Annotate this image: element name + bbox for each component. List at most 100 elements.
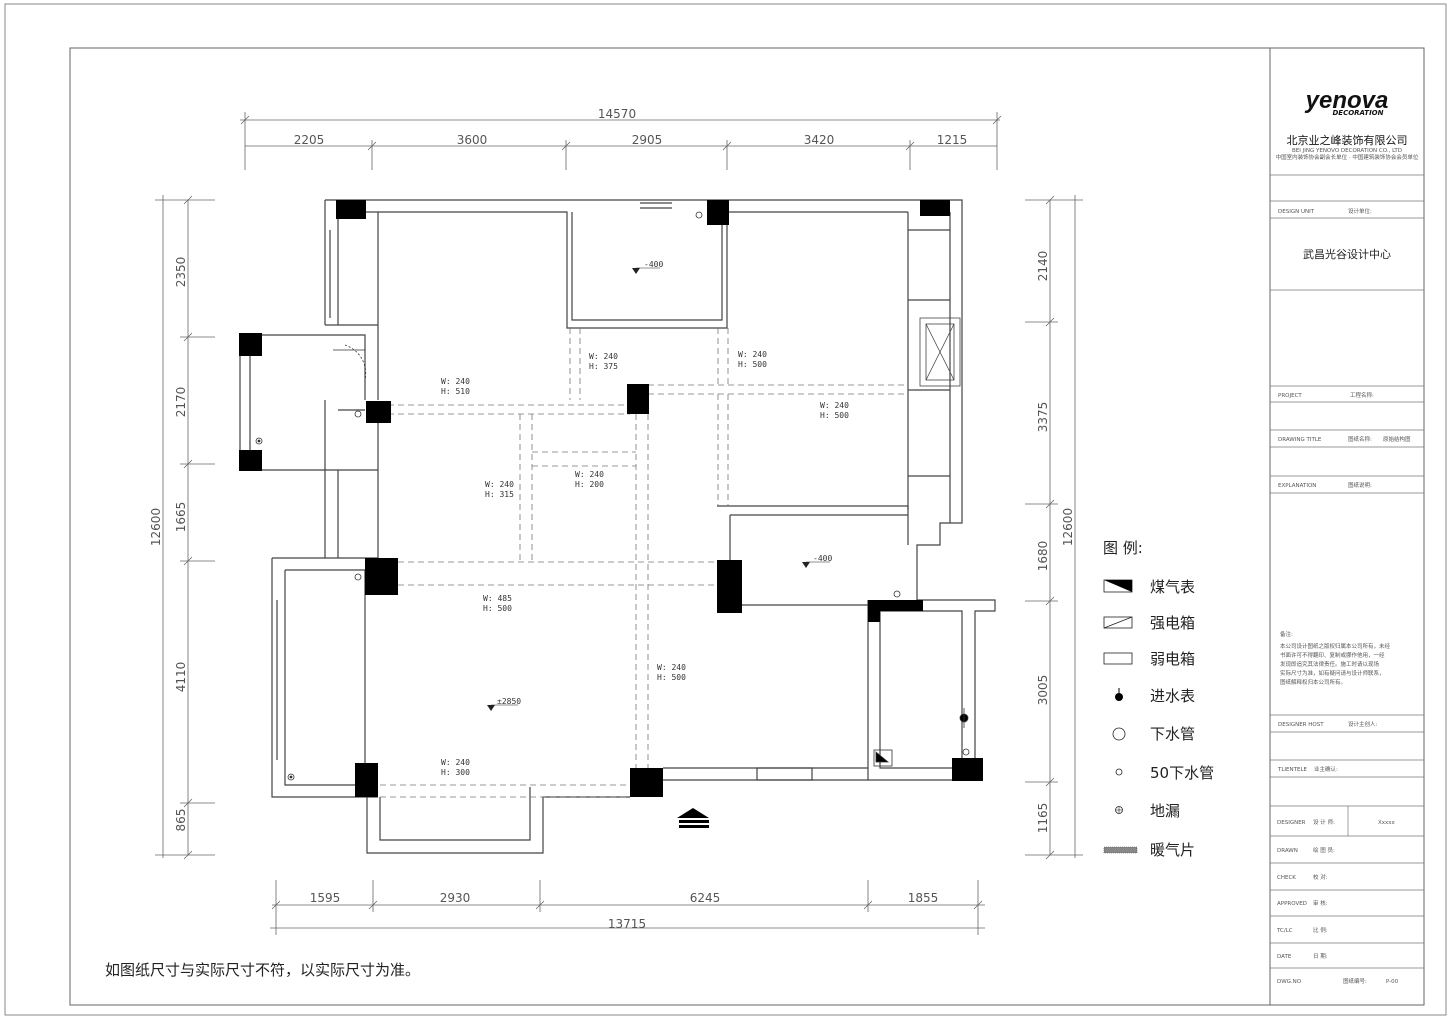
dim-bottom-2: 2930 [440, 891, 471, 905]
explanation-cn: 图纸说明: [1348, 481, 1372, 489]
dim-left-1: 2350 [174, 257, 188, 288]
dim-left-5: 865 [174, 809, 188, 832]
small-drain-pipe-icon [1115, 768, 1123, 776]
tlientele-label: TLIENTELE [1277, 767, 1308, 773]
level-markers [487, 267, 830, 711]
beam-w-1: W: 240 [441, 377, 470, 386]
drawn-row-en: DRAWN [1277, 848, 1298, 854]
dim-right-3: 1680 [1036, 541, 1050, 572]
remark-line-5: 图纸解释权归本公司所有。 [1280, 678, 1346, 686]
legend-item-4: 进水表 [1150, 687, 1195, 705]
dim-bottom-4: 1855 [908, 891, 939, 905]
dim-bottom-3: 6245 [690, 891, 721, 905]
dim-left-4: 4110 [174, 662, 188, 693]
beam-h-6: H: 200 [575, 480, 604, 489]
dim-top-overall: 14570 [598, 107, 636, 121]
beam-h-2: H: 375 [589, 362, 618, 371]
legend-item-8: 暖气片 [1150, 841, 1195, 859]
dim-top-2: 3600 [457, 133, 488, 147]
beam-h-4: H: 500 [820, 411, 849, 420]
dimensions-bottom [270, 880, 985, 935]
remark-line-2: 书面许可不得翻印、复制或挪作他用，一经 [1280, 651, 1385, 659]
radiator-icon [1103, 846, 1138, 854]
drawing-frame [69, 47, 1425, 1006]
company-logo-sub: DECORATION [1332, 109, 1383, 117]
beam-h-3: H: 500 [738, 360, 767, 369]
remark-line-3: 发现即追究其法律责任。施工时请以现场 [1280, 660, 1380, 668]
dim-right-overall: 12600 [1061, 508, 1075, 546]
explanation-label: EXPLANATION [1278, 483, 1316, 489]
beam-h-1: H: 510 [441, 387, 470, 396]
dim-bottom-1: 1595 [310, 891, 341, 905]
design-unit-label: DESIGN UNIT [1278, 209, 1315, 215]
beam-w-6: W: 240 [575, 470, 604, 479]
drawing-title-value: 原始结构图 [1383, 435, 1411, 443]
legend: 图 例: 煤气表 强电箱 弱电箱 进水表 下水管 50下水管 地漏 暖气片 [1103, 539, 1214, 859]
legend-item-1: 煤气表 [1150, 578, 1195, 596]
check-row-en: CHECK [1277, 875, 1296, 881]
structural-columns [239, 200, 983, 797]
floor-drain-icon [1115, 806, 1123, 814]
designer-row-cn: 设 计 师: [1313, 818, 1335, 826]
footnote: 如图纸尺寸与实际尺寸不符，以实际尺寸为准。 [105, 961, 420, 979]
date-row-cn: 日 期: [1313, 953, 1328, 960]
scale-row-en: TC/LC [1276, 928, 1293, 934]
scale-row-cn: 比 例: [1313, 926, 1328, 934]
beam-h-5: H: 315 [485, 490, 514, 499]
drawn-row-cn: 绘 图 员: [1313, 846, 1335, 854]
remark-line-1: 本公司设计图纸之版权归属本公司所有，未经 [1280, 642, 1391, 650]
walls [239, 199, 996, 854]
dimensions-right [1025, 195, 1083, 860]
project-label: PROJECT [1278, 393, 1302, 399]
vent-shaft [919, 317, 961, 387]
legend-item-3: 弱电箱 [1150, 650, 1195, 668]
remark-title: 备注: [1280, 630, 1293, 638]
dim-right-2: 3375 [1036, 402, 1050, 433]
sheet-border [4, 3, 1447, 1016]
fixtures [255, 211, 970, 781]
beam-w-9: W: 240 [441, 758, 470, 767]
dim-right-4: 3005 [1036, 675, 1050, 706]
legend-item-2: 强电箱 [1150, 614, 1195, 632]
designer-host-label: DESIGNER HOST [1278, 722, 1324, 728]
beam-w-4: W: 240 [820, 401, 849, 410]
design-unit-cn: 设计单位: [1348, 207, 1372, 215]
beam-w-2: W: 240 [589, 352, 618, 361]
dim-top-5: 1215 [937, 133, 968, 147]
beam-lines [378, 328, 908, 798]
dim-top-1: 2205 [294, 133, 325, 147]
dim-right-1: 2140 [1036, 251, 1050, 282]
beam-w-3: W: 240 [738, 350, 767, 359]
title-block: yenova DECORATION 北京业之峰装饰有限公司 BEI JING Y… [1270, 87, 1424, 985]
approved-row-en: APPROVED [1277, 901, 1307, 907]
dwg-row-en: DWG.NO [1277, 979, 1302, 985]
level-label-3: ±2850 [497, 697, 521, 706]
beam-h-9: H: 300 [441, 768, 470, 777]
dim-bottom-overall: 13715 [608, 917, 646, 931]
beam-w-5: W: 240 [485, 480, 514, 489]
gas-meter-icon [1103, 579, 1133, 593]
design-unit-name: 武昌光谷设计中心 [1303, 247, 1391, 261]
dim-right-5: 1165 [1036, 803, 1050, 834]
beam-h-8: H: 500 [657, 673, 686, 682]
company-name: 北京业之峰装饰有限公司 [1287, 133, 1408, 147]
tlientele-cn: 业主确认: [1314, 765, 1338, 773]
designer-row-value: Xxxxx [1378, 820, 1396, 826]
legend-item-7: 地漏 [1150, 802, 1180, 820]
remark-line-4: 实际尺寸为准，如有疑问请与设计师联系， [1280, 669, 1385, 677]
weak-current-box-icon [1103, 652, 1133, 665]
dim-left-2: 2170 [174, 387, 188, 418]
beam-w-7: W: 485 [483, 594, 512, 603]
dim-top-4: 3420 [804, 133, 835, 147]
drawing-title-cn: 图纸名称: [1348, 435, 1372, 443]
entrance-arrow-icon [677, 808, 709, 828]
company-tag: 中国室内装饰协会副会长单位 · 中国建筑装饰协会会员单位 [1276, 153, 1419, 161]
drawing-title-label: DRAWING TITLE [1278, 437, 1322, 443]
dimensions-top [240, 112, 1002, 170]
beam-w-8: W: 240 [657, 663, 686, 672]
dwg-row-cn: 图纸编号: [1343, 977, 1367, 985]
check-row-cn: 校 对: [1313, 873, 1328, 881]
dim-left-3: 1665 [174, 502, 188, 533]
approved-row-cn: 审 核: [1313, 899, 1328, 907]
